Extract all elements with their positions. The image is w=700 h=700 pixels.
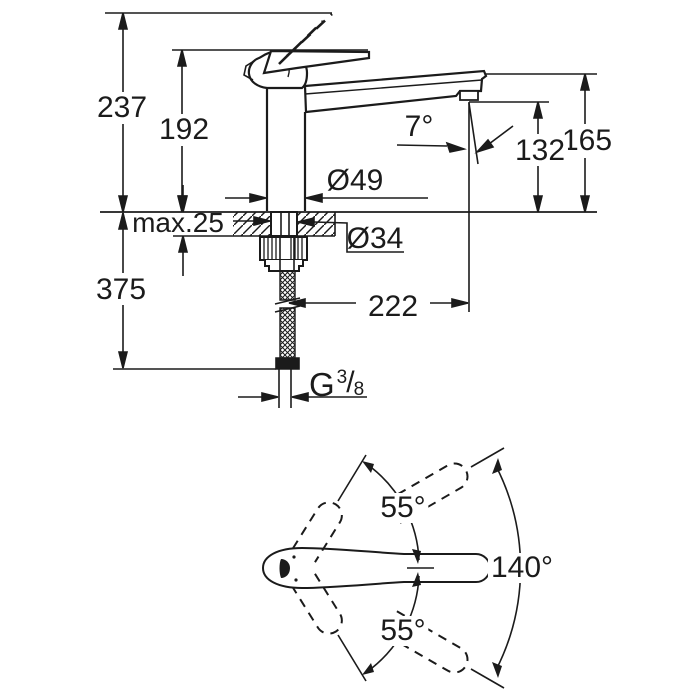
handle-mark: [279, 559, 290, 578]
dim-base-diameter: Ø49: [326, 164, 384, 197]
dim-lever-height: 192: [155, 115, 213, 145]
flex-hose-upper: [280, 271, 295, 300]
top-view-swivel: [263, 448, 521, 688]
mounting-nut: [260, 237, 307, 260]
nut-step: [265, 260, 303, 271]
hose-fitting: [276, 358, 299, 369]
mounting-hardware: [260, 237, 307, 408]
dim-deck-thickness: max.25: [132, 207, 224, 238]
top-view-faucet-solid: [263, 548, 490, 588]
dim-swivel-total: 140°: [487, 553, 557, 583]
faucet-body-outline: [244, 14, 486, 211]
hose-break-mark: [275, 298, 300, 304]
dim-hole-diameter: Ø34: [346, 222, 404, 255]
dim-below-deck-length: 375: [92, 275, 150, 305]
aerator: [460, 91, 478, 100]
dim-swivel-upper: 55°: [377, 493, 429, 523]
thread-numerator: 3: [336, 367, 348, 388]
outlet-angle-line: [469, 103, 478, 164]
flex-hose-lower: [280, 308, 295, 358]
dim-spout-top-height: 165: [558, 126, 616, 156]
dim-spout-reach: 222: [364, 292, 422, 322]
spout-outline: [305, 71, 486, 112]
dome-left-detail: [244, 61, 254, 80]
swivel-pos-upper-left: [293, 498, 347, 563]
spout-contour: [305, 80, 482, 94]
lever-raised-dashed: [279, 14, 332, 64]
thread-denominator: 8: [353, 379, 365, 400]
counter-section: [173, 212, 335, 236]
lever-blade: [264, 51, 369, 73]
dim-outlet-angle: 7°: [404, 110, 434, 143]
dim-thread-size: G 3 / 8: [309, 366, 365, 403]
dim-swivel-lower: 55°: [377, 616, 429, 646]
swivel-pos-lower-left: [293, 574, 347, 639]
dim-outlet-height: 132: [511, 136, 569, 166]
shank: [271, 212, 297, 236]
side-view-faucet: [100, 13, 597, 408]
dim-total-height: 237: [93, 93, 151, 123]
thread-letter: G: [309, 366, 335, 403]
thread-separator: /: [346, 366, 355, 399]
